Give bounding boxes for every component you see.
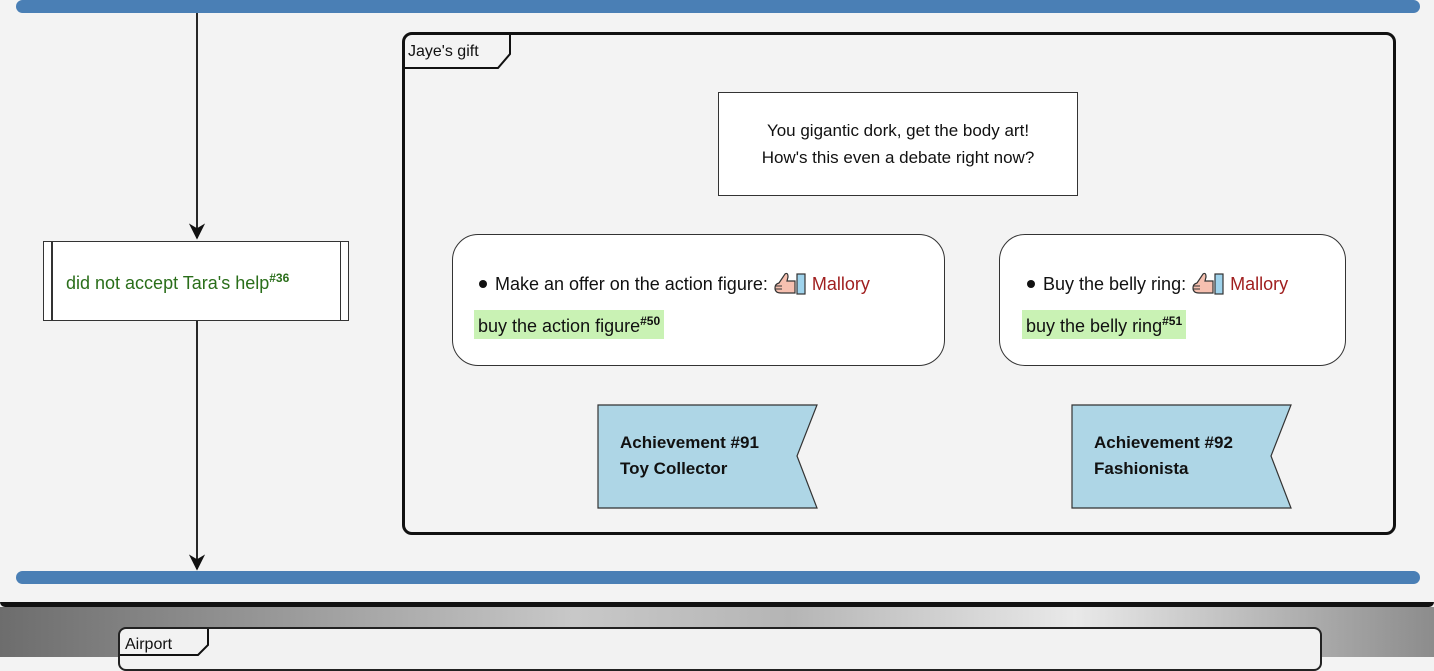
section-divider xyxy=(0,602,1434,607)
achievement-text: Achievement #91 Toy Collector xyxy=(620,430,759,482)
frame-tab xyxy=(404,34,511,69)
outcome-text: buy the belly ring xyxy=(1026,316,1163,336)
side-node-label: did not accept Tara's help#36 xyxy=(66,271,289,294)
side-node-text: did not accept Tara's help xyxy=(66,273,270,293)
option-box[interactable] xyxy=(452,234,945,366)
bullet xyxy=(1027,280,1035,288)
prompt-line-2: How's this even a debate right now? xyxy=(761,148,1035,167)
option-line: Buy the belly ring: Mallory xyxy=(1027,271,1288,297)
frame-label: Jaye's gift xyxy=(408,43,479,60)
outcome-highlight: buy the action figure#50 xyxy=(474,310,665,339)
character-name: Mallory xyxy=(811,273,870,294)
bullet xyxy=(479,280,487,288)
fork-bar-top xyxy=(16,0,1420,13)
achievement-number: Achievement #91 xyxy=(620,433,759,452)
achievement-flag xyxy=(1071,404,1292,509)
airport-frame xyxy=(118,627,1322,671)
outcome-ref: #50 xyxy=(640,314,661,328)
achievement-text: Achievement #92 Fashionista xyxy=(1094,430,1233,482)
achievement-title: Toy Collector xyxy=(620,459,728,478)
achievement-flag xyxy=(597,404,818,509)
achievement-number: Achievement #92 xyxy=(1094,433,1233,452)
outcome-text: buy the action figure xyxy=(478,316,641,336)
side-node xyxy=(43,241,349,321)
option-line: Make an offer on the action figure: Mall… xyxy=(479,271,870,297)
option-text: Make an offer on the action figure: xyxy=(495,273,768,294)
thumbs-up-icon xyxy=(1192,272,1224,295)
outcome-ref: #51 xyxy=(1162,314,1183,328)
option-text: Buy the belly ring: xyxy=(1043,273,1187,294)
prompt-line-1: You gigantic dork, get the body art! xyxy=(766,121,1030,140)
option-box[interactable] xyxy=(999,234,1346,366)
outcome-highlight: buy the belly ring#51 xyxy=(1022,310,1187,339)
airport-label: Airport xyxy=(125,636,173,653)
side-node-ref: #36 xyxy=(269,271,290,285)
character-name: Mallory xyxy=(1230,273,1289,294)
airport-tab xyxy=(120,629,209,656)
achievement-title: Fashionista xyxy=(1094,459,1189,478)
thumbs-up-icon xyxy=(774,272,806,295)
prompt-box: You gigantic dork, get the body art! How… xyxy=(718,92,1078,196)
fork-bar-bottom xyxy=(16,571,1420,584)
